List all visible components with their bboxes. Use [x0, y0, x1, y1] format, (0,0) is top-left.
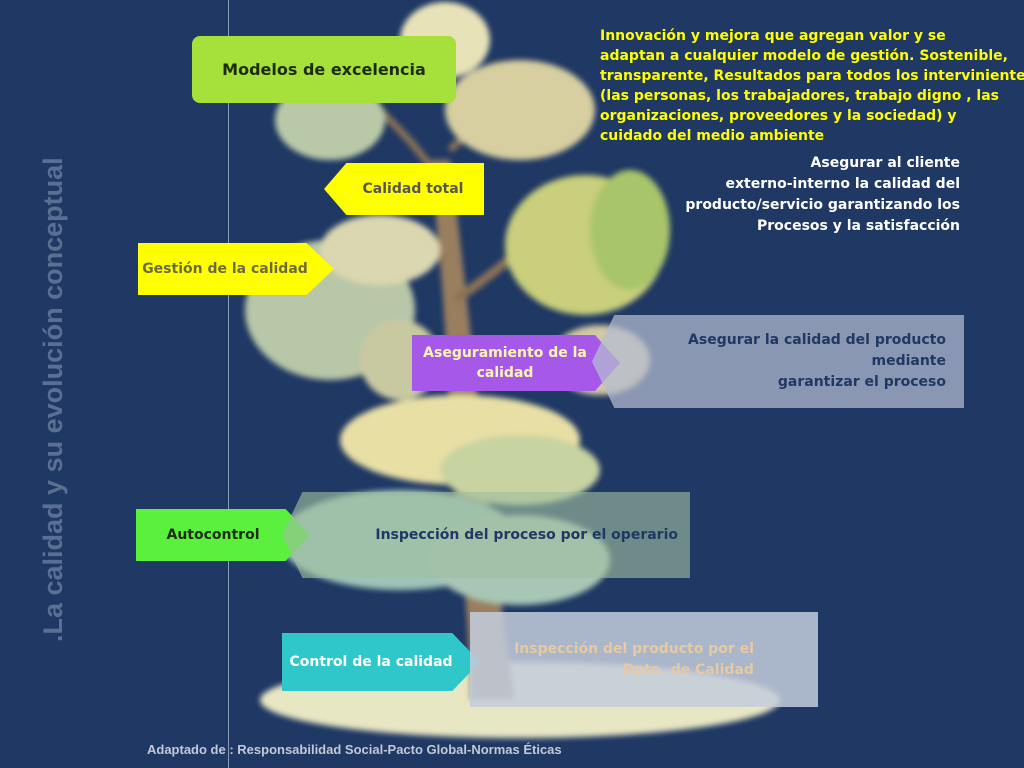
control-calidad-box: Control de la calidad — [282, 633, 480, 691]
calidad-total-description-line: externo-interno la calidad del — [725, 176, 960, 192]
modelos-description-line: organizaciones, proveedores y la socieda… — [600, 108, 957, 124]
divider-line — [228, 0, 229, 768]
footer-source: Adaptado de : Responsabilidad Social-Pac… — [147, 742, 562, 757]
modelos-description-line: transparente, Resultados para todos los … — [600, 68, 1024, 84]
calidad-total-box: Calidad total — [324, 163, 484, 215]
aseguramiento-description-panel: Asegurar la calidad del producto mediant… — [592, 315, 964, 408]
modelos-de-excelencia-box: Modelos de excelencia — [192, 36, 456, 103]
modelos-description-line: Innovación y mejora que agregan valor y … — [600, 28, 946, 44]
aseguramiento-description-line: Asegurar la calidad del producto — [688, 332, 946, 348]
control-description-line: Dpto. de Calidad — [622, 661, 754, 678]
modelos-description-line: cuidado del medio ambiente — [600, 128, 825, 144]
calidad-total-description-line: Procesos y la satisfacción — [757, 218, 960, 234]
autocontrol-box: Autocontrol — [136, 509, 310, 561]
aseguramiento-calidad-box: Aseguramiento de la calidad — [412, 335, 620, 391]
autocontrol-description: Inspección del proceso por el operario — [375, 526, 678, 543]
control-description-line: Inspección del producto por el — [514, 640, 754, 657]
modelos-description: Innovación y mejora que agregan valor y … — [600, 26, 1024, 146]
calidad-total-description: Asegurar al cliente externo-interno la c… — [660, 153, 960, 237]
gestion-calidad-box: Gestión de la calidad — [138, 243, 334, 295]
calidad-total-description-line: producto/servicio garantizando los — [685, 197, 960, 213]
modelos-description-line: (las personas, los trabajadores, trabajo… — [600, 88, 999, 104]
aseguramiento-description-line: garantizar el proceso — [777, 374, 946, 390]
calidad-total-description-line: Asegurar al cliente — [810, 155, 960, 171]
aseguramiento-description-line: mediante — [871, 353, 946, 369]
autocontrol-description-panel: Inspección del proceso por el operario — [282, 492, 690, 578]
modelos-description-line: adaptan a cualquier modelo de gestión. S… — [600, 48, 1008, 64]
control-description-panel: Inspección del producto por el Dpto. de … — [470, 612, 818, 707]
